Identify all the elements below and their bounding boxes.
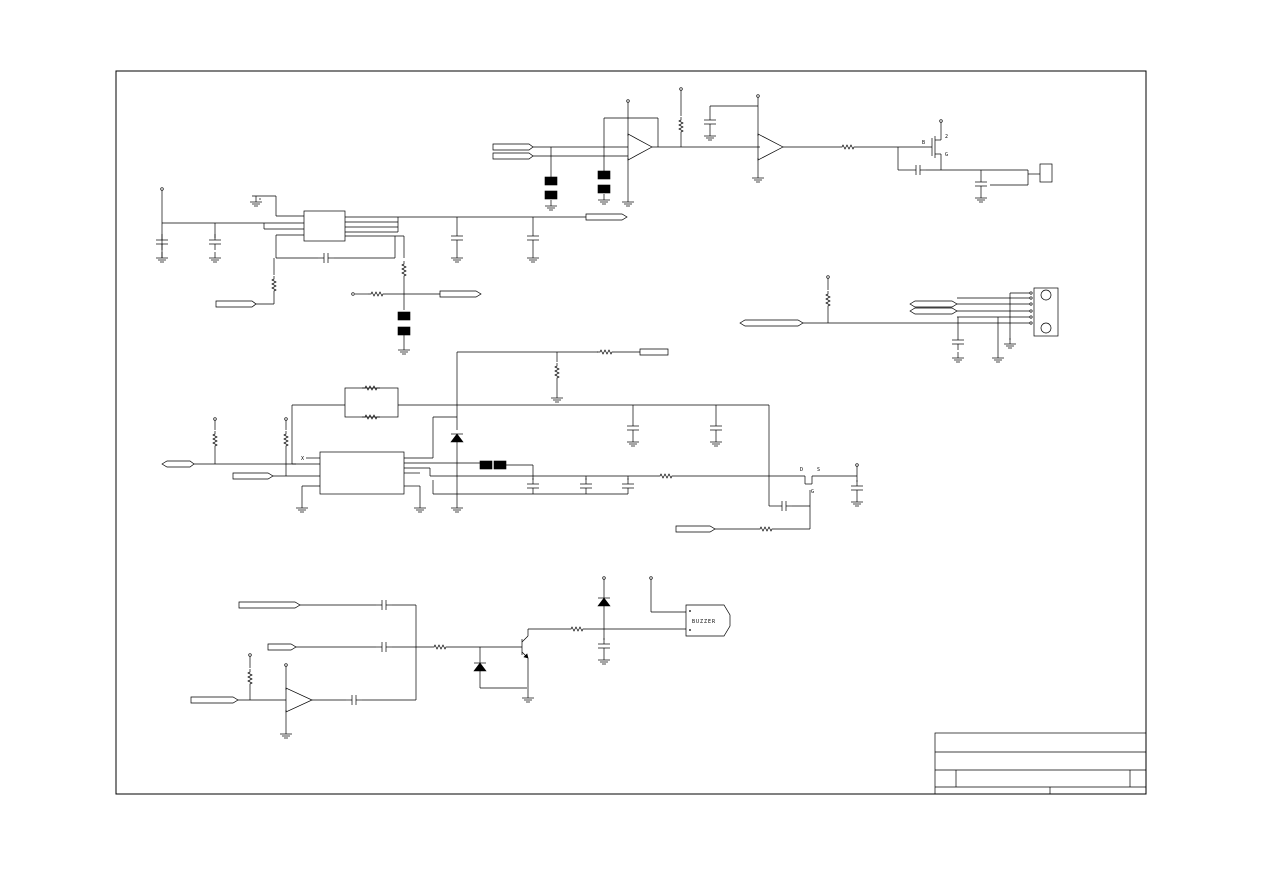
- enable-port: [675, 525, 716, 533]
- bus-port: [739, 319, 804, 327]
- buzzer-label: BUZZER: [692, 619, 716, 625]
- transistor-q1: B 2 G: [922, 119, 948, 170]
- q2-pin-s: S: [817, 467, 820, 473]
- input-port-a: [492, 143, 534, 151]
- q2-pin-d: D: [800, 467, 803, 473]
- connector-pins: [1029, 291, 1033, 325]
- transistor-q2: D S G: [800, 467, 857, 495]
- driver-input-port-a: [161, 460, 195, 468]
- signal-port-2: [909, 307, 958, 315]
- regulator-input-port: [215, 300, 257, 308]
- buzzer-input-port-a: [238, 601, 301, 609]
- transistor-q3: [521, 635, 529, 659]
- opamp-u1: [627, 133, 653, 161]
- opamp-u4: [285, 687, 313, 713]
- no-connect-marker: X: [301, 456, 304, 462]
- q1-pin-g: G: [945, 152, 948, 158]
- diode-d2: [473, 662, 487, 672]
- buzzer-bz1: [685, 604, 731, 637]
- regulator-section: [155, 187, 628, 355]
- opamp-chain-section: B 2 G: [492, 87, 1053, 211]
- q1-pin-b: B: [922, 140, 925, 146]
- signal-port-1: [909, 300, 958, 308]
- driver-ic-u3: [319, 451, 405, 495]
- buzzer-section: BUZZER: [190, 576, 731, 739]
- q2-pin-g: G: [811, 489, 814, 495]
- diode-d3: [597, 597, 611, 607]
- diode-d1: [450, 433, 464, 443]
- driver-input-port-b: [232, 472, 274, 480]
- opamp-u2: [757, 133, 784, 161]
- connector-section: [739, 275, 1059, 363]
- regulator-ic: [303, 210, 346, 242]
- regulator-output-port: [585, 213, 628, 221]
- usb-connector-j2: [1033, 287, 1059, 337]
- output-connector-j1: [1039, 163, 1053, 183]
- driver-section: X D S: [161, 348, 864, 533]
- buzzer-input-port-c: [190, 696, 239, 704]
- drawing-border: [115, 70, 1147, 795]
- q1-pin-2: 2: [945, 134, 948, 140]
- feedback-port: [439, 290, 482, 298]
- input-port-b: [492, 152, 534, 160]
- title-block: [934, 732, 1147, 795]
- buzzer-input-port-b: [267, 643, 297, 651]
- driver-signal-port: [639, 348, 669, 356]
